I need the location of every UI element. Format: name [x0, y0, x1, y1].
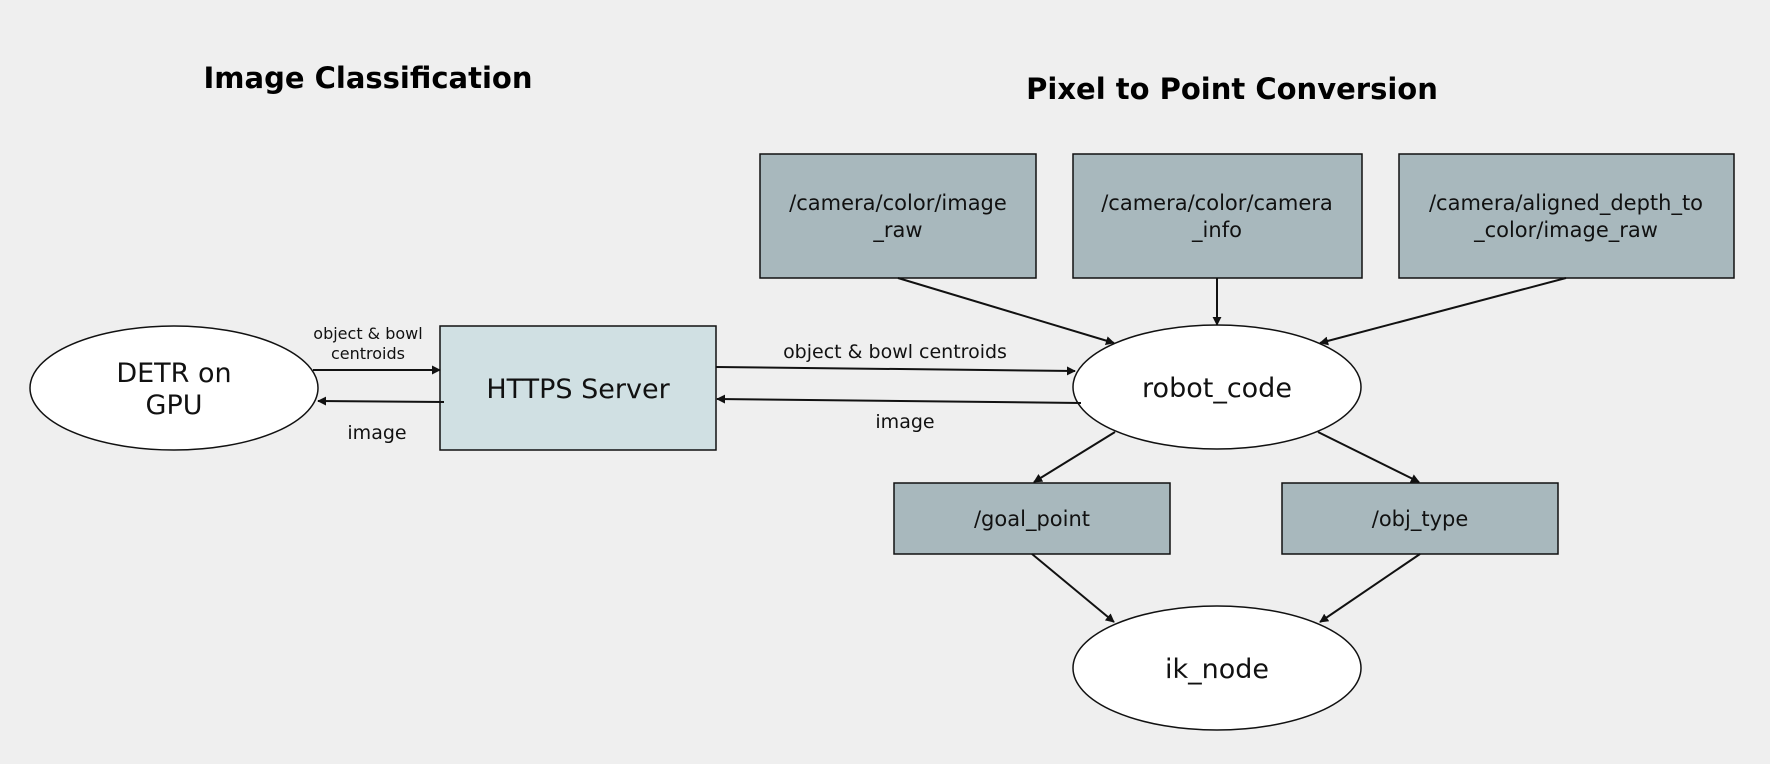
edge-image-raw-to-robot	[897, 277, 1115, 345]
topic-camera-info-line1: /camera/color/camera	[1101, 191, 1333, 215]
edge-aligned-depth-to-robot	[1319, 277, 1567, 346]
title-pixel-to-point: Pixel to Point Conversion	[1026, 72, 1438, 106]
topic-image-raw-line1: /camera/color/image	[789, 191, 1007, 215]
edge-obj-type-to-ik	[1319, 553, 1421, 623]
topic-obj-type[interactable]: /obj_type	[1281, 482, 1559, 555]
edge-label-detr-centroids-line1: object & bowl	[313, 324, 422, 343]
edge-label-robot-centroids: object & bowl centroids	[783, 341, 1007, 363]
edge-goal-point-to-ik	[1031, 553, 1115, 623]
edge-server-to-detr	[317, 396, 445, 406]
topic-aligned-depth-line2: _color/image_raw	[1473, 218, 1658, 243]
title-image-classification: Image Classification	[204, 61, 533, 95]
node-detr-line2: GPU	[146, 390, 203, 421]
topic-goal-point[interactable]: /goal_point	[893, 482, 1171, 555]
node-robot-code-label: robot_code	[1142, 373, 1292, 404]
topic-aligned-depth[interactable]: /camera/aligned_depth_to _color/image_ra…	[1398, 153, 1735, 279]
node-https-server-label: HTTPS Server	[486, 374, 670, 405]
edge-robot-to-obj-type	[1317, 431, 1420, 483]
node-robot-code[interactable]: robot_code	[1072, 324, 1362, 450]
node-detr-line1: DETR on	[116, 358, 231, 389]
edge-label-detr-centroids-line2: centroids	[331, 344, 405, 363]
node-https-server[interactable]: HTTPS Server	[439, 325, 717, 451]
node-detr[interactable]: DETR on GPU	[29, 325, 319, 451]
topic-camera-info[interactable]: /camera/color/camera _info	[1072, 153, 1363, 279]
edge-label-detr-image: image	[347, 422, 406, 444]
topic-camera-info-line2: _info	[1191, 218, 1242, 243]
edge-robot-to-server	[716, 394, 1082, 404]
node-ik-node[interactable]: ik_node	[1072, 605, 1362, 731]
topic-goal-point-label: /goal_point	[974, 507, 1090, 532]
topic-obj-type-label: /obj_type	[1372, 507, 1469, 532]
topic-image-raw-line2: _raw	[872, 218, 922, 243]
edge-robot-to-goal-point	[1033, 431, 1116, 483]
edge-label-robot-image: image	[875, 411, 934, 433]
topic-aligned-depth-line1: /camera/aligned_depth_to	[1429, 191, 1703, 216]
edge-server-to-robot	[715, 366, 1076, 376]
topic-image-raw[interactable]: /camera/color/image _raw	[759, 153, 1037, 279]
node-ik-node-label: ik_node	[1165, 654, 1269, 685]
